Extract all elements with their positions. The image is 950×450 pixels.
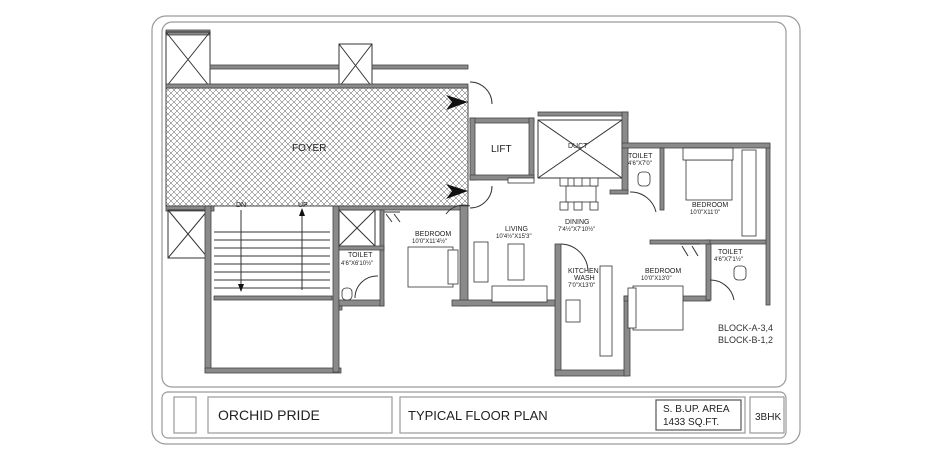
kitchen-label: KITCHEN &: [568, 268, 606, 275]
area-value: 1433 SQ.FT.: [663, 417, 719, 428]
bedroom-left-dim: 10'0"X11'4½": [412, 238, 447, 245]
block-label-1: BLOCK-A-3,4: [718, 323, 773, 333]
dining-dim: 7'4½"X7'10½": [558, 226, 595, 233]
living-dim: 10'4½"X15'3": [496, 233, 532, 240]
inner-frame: [161, 21, 787, 388]
bedroom-top-label: BEDROOM: [692, 202, 728, 209]
kitchen-label-2: WASH: [574, 275, 595, 282]
bedroom-top-dim: 10'0"X11'0": [690, 210, 720, 216]
foyer-label: FOYER: [292, 143, 326, 154]
title-block: ORCHID PRIDE TYPICAL FLOOR PLAN S. B.UP.…: [161, 391, 787, 439]
stair-up-label: UP: [298, 202, 308, 209]
arrow-icon: [446, 95, 468, 110]
bedroom-mid-dim: 10'0"X13'0": [641, 276, 672, 282]
outer-frame: [151, 15, 801, 445]
area-label: S. B.UP. AREA: [663, 404, 730, 415]
foyer-area: [165, 87, 469, 207]
project-name: ORCHID PRIDE: [218, 407, 320, 423]
kitchen-dim: 7'0"X13'0": [568, 283, 595, 289]
dining-label: DINING: [565, 219, 590, 226]
toilet-top-dim: 4'6"X7'0": [628, 161, 652, 167]
toilet-mid-label: TOILET: [718, 249, 743, 256]
staircase: [213, 208, 333, 301]
toilet-top-label: TOILET: [628, 153, 653, 160]
arrow-icon: [446, 184, 468, 199]
bedroom-left-label: BEDROOM: [415, 231, 451, 238]
bedroom-mid-label: BEDROOM: [645, 268, 681, 275]
stair-down-label: DN: [236, 202, 246, 209]
plan-title: TYPICAL FLOOR PLAN: [408, 408, 548, 423]
lift-label: LIFT: [491, 144, 512, 155]
dining-table: [559, 177, 599, 211]
duct-label: DUCT: [568, 143, 588, 150]
living-label: LIVING: [505, 226, 528, 233]
toilet-mid-dim: 4'6"X7'1½": [714, 256, 743, 263]
block-label-2: BLOCK-B-1,2: [718, 335, 773, 345]
toilet-left-dim: 4'6"X6'10½": [341, 260, 373, 267]
flat-type: 3BHK: [755, 412, 781, 423]
toilet-left-label: TOILET: [348, 252, 373, 259]
